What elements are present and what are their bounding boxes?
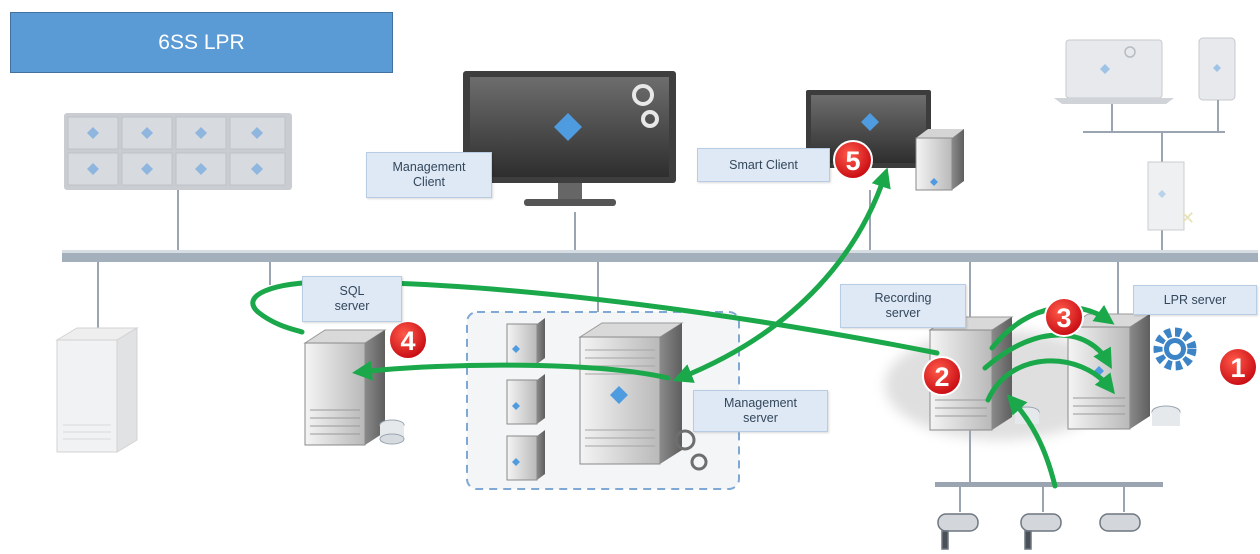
small-server-icon <box>506 318 545 481</box>
step-badge-5: 5 <box>833 140 873 180</box>
sql-server-label: SQL server <box>302 276 402 322</box>
management-server-label: Management server <box>693 390 828 432</box>
recording-server-label: Recording server <box>840 284 966 328</box>
management-server-cluster <box>466 311 740 490</box>
sql-server-icon <box>303 329 405 446</box>
step-badge-4: 4 <box>388 320 428 360</box>
svg-text:2: 2 <box>934 362 949 392</box>
camera-network <box>935 430 1163 550</box>
management-server-icon <box>578 322 708 471</box>
svg-text:4: 4 <box>400 326 415 356</box>
data-flow-arrows <box>250 167 1115 489</box>
lpr-server-icon <box>1066 313 1181 430</box>
gear-icon <box>1153 327 1197 371</box>
smart-client-label: Smart Client <box>697 148 830 182</box>
gear-icon <box>674 429 708 471</box>
diagram-title: 6SS LPR <box>10 12 393 73</box>
svg-text:3: 3 <box>1056 303 1071 333</box>
svg-text:✕: ✕ <box>1180 208 1195 229</box>
step-badge-3: 3 <box>1044 297 1084 337</box>
management-client-label: Management Client <box>366 152 492 198</box>
video-wall-icon <box>64 113 292 190</box>
step-badge-2: 2 <box>922 356 962 396</box>
svg-text:1: 1 <box>1230 353 1245 383</box>
network-bus <box>62 190 1258 328</box>
management-client-monitor-icon <box>463 71 676 206</box>
camera-icon <box>937 513 1141 550</box>
storage-server-icon <box>55 327 139 453</box>
svg-text:5: 5 <box>845 146 860 176</box>
step-badge-1: 1 <box>1218 347 1258 387</box>
remote-devices-icon: ✕ <box>1054 37 1236 231</box>
lpr-server-label: LPR server <box>1133 285 1257 315</box>
gear-icon <box>632 84 659 128</box>
